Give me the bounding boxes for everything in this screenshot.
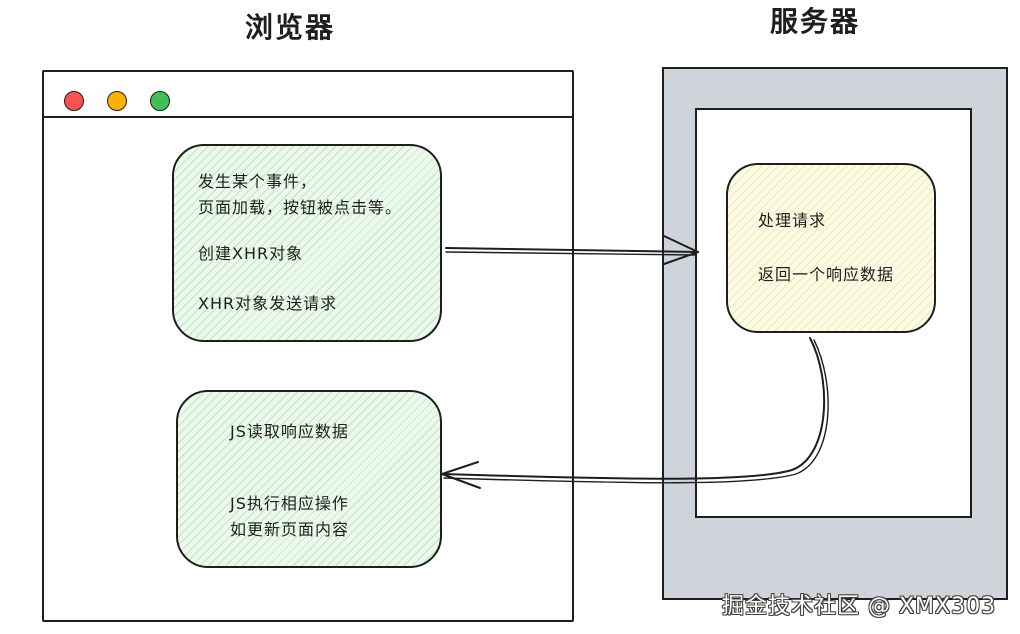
request-line-2: 页面加载，按钮被点击等。: [198, 198, 403, 217]
server-line-1: 处理请求: [758, 211, 827, 230]
browser-titlebar: [44, 72, 572, 118]
request-line-1: 发生某个事件，: [198, 172, 318, 191]
browser-title: 浏览器: [245, 11, 336, 44]
response-box: JS读取响应数据 JS执行相应操作 如更新页面内容: [176, 390, 442, 568]
close-dot-icon: [64, 91, 84, 111]
response-line-2: JS执行相应操作: [230, 494, 349, 513]
server-line-2: 返回一个响应数据: [758, 265, 895, 284]
response-line-1: JS读取响应数据: [230, 422, 349, 441]
response-line-3: 如更新页面内容: [230, 520, 350, 539]
request-line-4: XHR对象发送请求: [198, 294, 338, 313]
watermark-text: 掘金技术社区 @ XMX303: [722, 594, 997, 619]
server-process-box: 处理请求 返回一个响应数据: [726, 163, 936, 333]
request-box: 发生某个事件， 页面加载，按钮被点击等。 创建XHR对象 XHR对象发送请求: [172, 144, 442, 342]
server-title: 服务器: [770, 5, 861, 38]
request-line-3: 创建XHR对象: [198, 244, 304, 263]
minimize-dot-icon: [107, 91, 127, 111]
maximize-dot-icon: [150, 91, 170, 111]
